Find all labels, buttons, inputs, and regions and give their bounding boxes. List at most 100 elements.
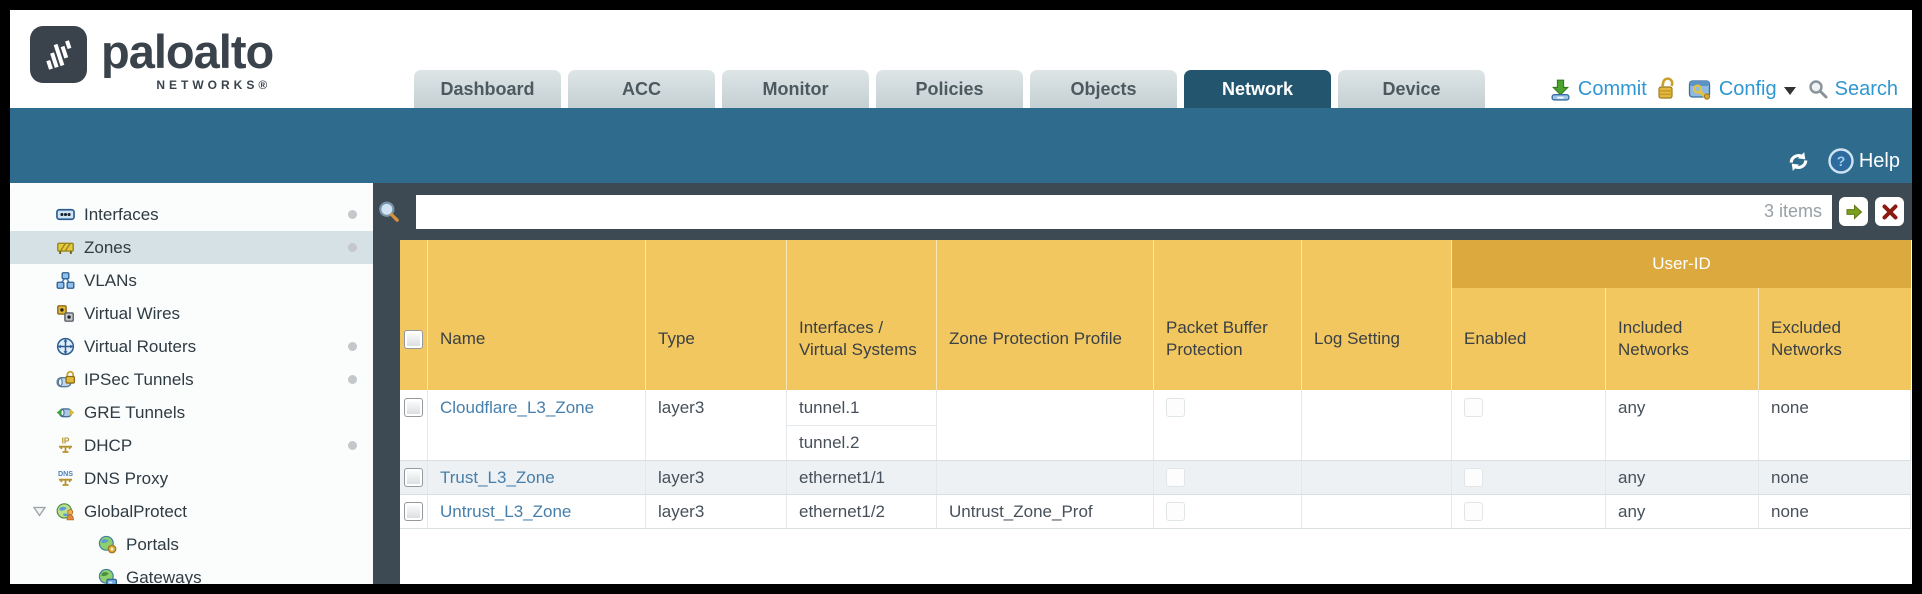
refresh-icon[interactable]: [1786, 149, 1811, 174]
pulse-bars: [45, 39, 71, 70]
column-header-interfaces[interactable]: Interfaces / Virtual Systems: [787, 240, 937, 390]
lock-icon[interactable]: [1655, 76, 1679, 102]
teal-band: ? Help: [10, 108, 1912, 183]
table-row[interactable]: Trust_L3_Zone layer3 ethernet1/1 any non…: [400, 461, 1911, 495]
red-x-icon: [1882, 204, 1897, 219]
search-icon: [1808, 80, 1828, 99]
dhcp-icon: IP: [58, 436, 73, 453]
filter-bar: 3 items: [373, 183, 1912, 240]
virtual-routers-icon: [56, 337, 75, 356]
zone-protection-profile: [937, 461, 1154, 494]
log-setting: [1302, 461, 1452, 494]
tab-objects[interactable]: Objects: [1030, 70, 1177, 108]
row-checkbox[interactable]: [404, 468, 423, 487]
status-dot: [348, 210, 357, 219]
expand-triangle-icon[interactable]: [32, 504, 47, 519]
portals-icon: [98, 535, 117, 554]
column-header-log-setting[interactable]: Log Setting: [1302, 240, 1452, 390]
interface-entry: ethernet1/2: [787, 495, 937, 528]
svg-text:DNS: DNS: [58, 470, 73, 478]
row-checkbox[interactable]: [404, 398, 423, 417]
chevron-down-icon: [1783, 86, 1796, 95]
included-networks: any: [1606, 461, 1759, 494]
band-actions: ? Help: [1786, 147, 1900, 175]
included-networks: any: [1606, 495, 1759, 528]
sidebar-item-label: Interfaces: [84, 204, 159, 224]
sidebar-item-ipsec-tunnels[interactable]: IPSec Tunnels: [10, 363, 373, 396]
tab-network[interactable]: Network: [1184, 70, 1331, 108]
header-select-all: [400, 240, 428, 390]
user-id-group-header: User-ID: [1452, 240, 1911, 288]
sidebar-item-interfaces[interactable]: Interfaces: [10, 198, 373, 231]
gre-tunnels-icon: [56, 408, 75, 418]
clear-filter-button[interactable]: [1875, 197, 1904, 226]
sidebar-item-virtual-wires[interactable]: Virtual Wires: [10, 297, 373, 330]
table-row[interactable]: Cloudflare_L3_Zone layer3 tunnel.1 tunne…: [400, 390, 1911, 461]
tab-acc[interactable]: ACC: [568, 70, 715, 108]
zones-pane: 3 items: [373, 183, 1912, 584]
search-label: Search: [1834, 77, 1898, 100]
sidebar-item-label: Gateways: [126, 567, 202, 585]
sidebar-item-globalprotect[interactable]: GlobalProtect: [10, 495, 373, 528]
sidebar-item-gateways[interactable]: Gateways: [10, 561, 373, 584]
sidebar-item-dns-proxy[interactable]: DNS DNS Proxy: [10, 462, 373, 495]
interface-entry: tunnel.1: [799, 397, 860, 417]
tab-policies[interactable]: Policies: [876, 70, 1023, 108]
column-header-included-networks[interactable]: Included Networks: [1606, 240, 1759, 390]
column-header-enabled[interactable]: Enabled: [1452, 240, 1606, 390]
zone-name-link[interactable]: Untrust_L3_Zone: [440, 501, 572, 521]
search-button[interactable]: Search: [1806, 77, 1898, 101]
column-header-name[interactable]: Name: [428, 240, 646, 390]
packet-buffer-protection-checkbox: [1166, 398, 1185, 417]
zones-table: Name Type Interfaces / Virtual Systems Z…: [400, 240, 1911, 529]
sidebar-item-dhcp[interactable]: IP DHCP: [10, 429, 373, 462]
column-header-packet-buffer-protection[interactable]: Packet Buffer Protection: [1154, 240, 1302, 390]
sidebar-item-label: Portals: [126, 534, 179, 554]
row-checkbox[interactable]: [404, 502, 423, 521]
top-bar: paloalto NETWORKS® Dashboard ACC Monitor…: [10, 10, 1912, 108]
help-link[interactable]: ? Help: [1827, 147, 1900, 175]
item-count: 3 items: [1763, 201, 1822, 221]
status-dot: [348, 441, 357, 450]
status-dot: [348, 375, 357, 384]
column-header-excluded-networks[interactable]: Excluded Networks: [1771, 318, 1842, 359]
sidebar-item-label: VLANs: [84, 270, 137, 290]
interfaces-list: tunnel.1 tunnel.2: [787, 390, 936, 460]
user-id-enabled-checkbox: [1464, 398, 1483, 417]
tab-monitor[interactable]: Monitor: [722, 70, 869, 108]
zone-name-link[interactable]: Cloudflare_L3_Zone: [440, 397, 595, 417]
config-icon: [1688, 80, 1710, 100]
table-row[interactable]: Untrust_L3_Zone layer3 ethernet1/2 Untru…: [400, 495, 1911, 529]
select-all-checkbox[interactable]: [404, 329, 423, 349]
tab-device[interactable]: Device: [1338, 70, 1485, 108]
status-dot: [348, 243, 357, 252]
sidebar-item-label: Virtual Wires: [84, 303, 181, 323]
paloalto-logo-icon: [30, 26, 87, 83]
sidebar-item-vlans[interactable]: VLANs: [10, 264, 373, 297]
filter-input[interactable]: [416, 194, 1764, 229]
status-dot: [348, 342, 357, 351]
sidebar-item-gre-tunnels[interactable]: GRE Tunnels: [10, 396, 373, 429]
column-header-zone-protection-profile[interactable]: Zone Protection Profile: [937, 240, 1154, 390]
dns-proxy-icon: DNS: [58, 470, 73, 486]
zone-protection-profile: Untrust_Zone_Prof: [937, 495, 1154, 528]
interface-entry: ethernet1/1: [787, 461, 937, 494]
green-arrow-icon: [1846, 203, 1862, 220]
zone-name-link[interactable]: Trust_L3_Zone: [440, 467, 555, 487]
commit-icon: [1551, 79, 1570, 101]
tab-dashboard[interactable]: Dashboard: [414, 70, 561, 108]
sidebar-item-zones[interactable]: Zones: [10, 231, 373, 264]
sidebar-item-virtual-routers[interactable]: Virtual Routers: [10, 330, 373, 363]
sidebar-item-label: GlobalProtect: [84, 501, 187, 521]
commit-button[interactable]: Commit: [1548, 77, 1647, 102]
main-tabs: Dashboard ACC Monitor Policies Objects N…: [414, 70, 1485, 108]
paloalto-logo: paloalto NETWORKS®: [30, 25, 274, 92]
sidebar-item-label: IPSec Tunnels: [84, 369, 194, 389]
sidebar-item-label: Zones: [84, 237, 132, 257]
logo-text: paloalto: [101, 25, 274, 78]
config-menu[interactable]: Config: [1687, 76, 1798, 102]
sidebar-item-portals[interactable]: Portals: [10, 528, 373, 561]
sidebar-item-label: Virtual Routers: [84, 336, 197, 356]
column-header-type[interactable]: Type: [646, 240, 787, 390]
apply-filter-button[interactable]: [1839, 197, 1868, 226]
